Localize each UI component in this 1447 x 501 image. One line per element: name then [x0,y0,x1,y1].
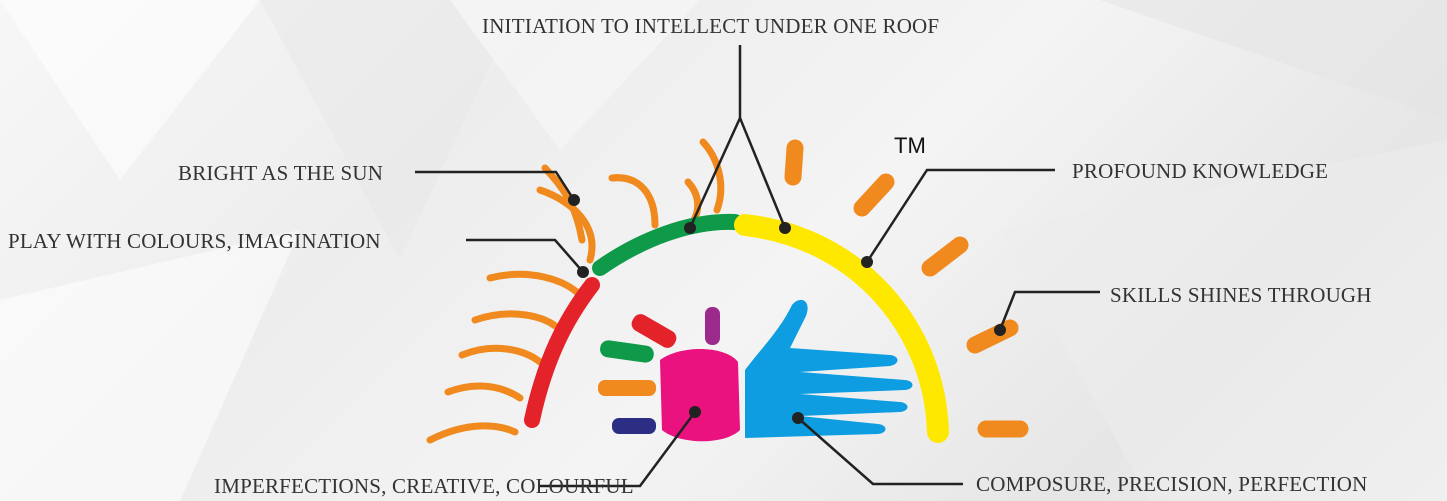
label-play: PLAY WITH COLOURS, IMAGINATION [8,229,381,253]
leader-bright [415,170,576,201]
yellow-arc-segment [734,214,949,443]
label-bright: BRIGHT AS THE SUN [178,161,384,185]
flame-ray [471,310,564,334]
leader-play [466,238,584,273]
dot [994,324,1006,336]
red-arc-segment [524,277,600,428]
dot [684,222,696,234]
anchor-dots [568,194,1006,424]
dot [861,256,873,268]
dot [577,266,589,278]
leader-lines [415,45,1100,488]
label-imperfections: IMPERFECTIONS, CREATIVE, COLOURFUL [214,474,634,498]
dot [568,194,580,206]
flame-ray [458,344,544,366]
dot [792,412,804,424]
label-composure: COMPOSURE, PRECISION, PERFECTION [976,472,1368,496]
label-profound: PROFOUND KNOWLEDGE [1072,159,1329,183]
flame-ray [426,422,519,444]
green-arc-segment [592,213,743,276]
purple-finger [705,307,720,345]
sun-dash [784,139,804,186]
label-skills: SKILLS SHINES THROUGH [1110,283,1372,307]
handprint [598,299,913,442]
flame-ray [486,270,584,299]
dot [689,406,701,418]
red-finger [631,314,677,348]
flame-ray [536,186,596,264]
leader-skills [998,290,1100,331]
orange-finger [598,380,656,396]
navy-finger [612,418,656,434]
flame-ray [699,138,725,214]
flame-ray [608,174,659,229]
leader-composure [797,417,963,486]
blue-hand [745,299,913,438]
magenta-palm [660,348,740,442]
dot [779,222,791,234]
green-finger [600,340,654,363]
sun-dash [921,236,969,277]
flame-ray [444,382,524,402]
label-top: INITIATION TO INTELLECT UNDER ONE ROOF [482,14,940,38]
trademark-mark: TM [894,133,926,158]
sun-dash [853,173,895,217]
leader-imperfections [538,411,697,488]
leader-profound [865,168,1055,263]
leader-top-branch [738,117,787,229]
rainbow-arc [524,213,949,443]
